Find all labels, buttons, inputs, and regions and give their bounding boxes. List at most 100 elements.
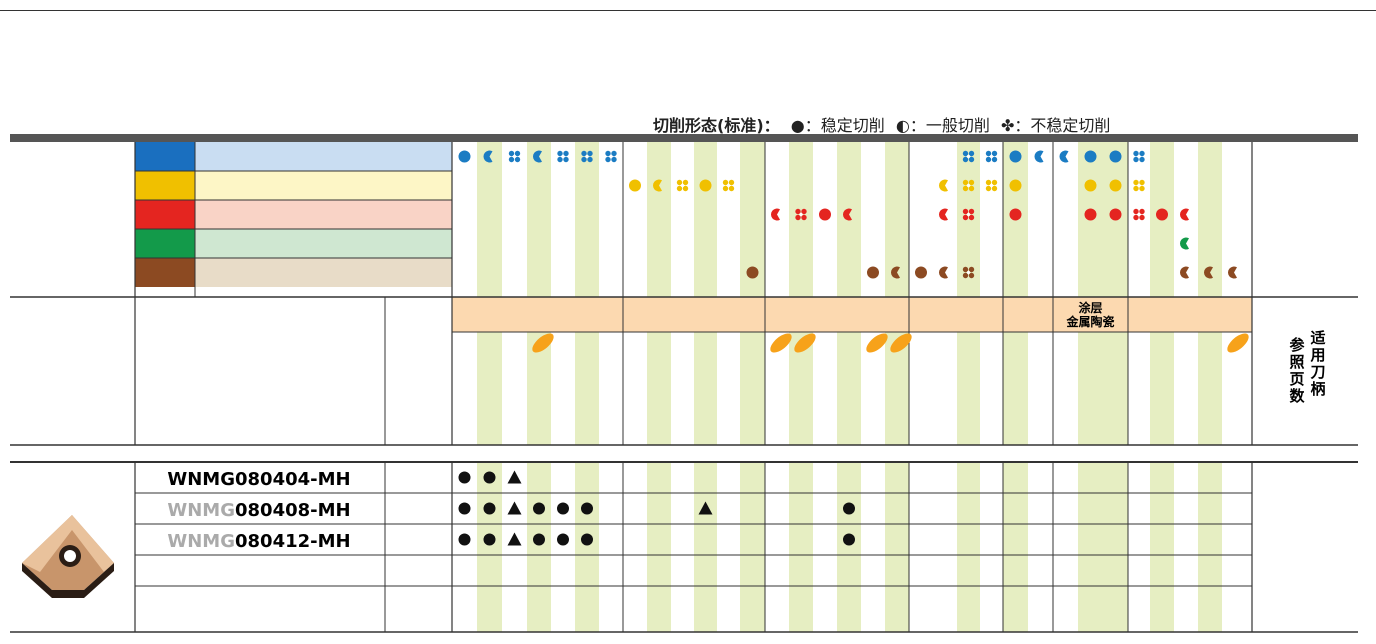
group-header-bg: [452, 297, 1252, 332]
general-cut-mark: [1203, 266, 1213, 279]
model-number: WNMG080404-MH: [167, 469, 350, 490]
unstable-cut-mark: [1133, 150, 1139, 157]
column-band: [789, 462, 813, 632]
unstable-cut-mark: [581, 150, 587, 157]
column-band: [575, 462, 599, 632]
unstable-cut-mark-center: [966, 154, 971, 159]
material-row-bg: [195, 258, 452, 287]
unstable-cut-mark-center: [1137, 183, 1141, 188]
unstable-cut-mark: [676, 185, 683, 192]
stable-cut-mark: [1084, 150, 1097, 163]
unstable-cut-mark: [581, 156, 587, 163]
column-band: [1103, 462, 1128, 632]
column-band: [885, 462, 909, 632]
new-badge: [794, 333, 816, 353]
unstable-cut-mark: [962, 150, 969, 157]
holder-label-char: 用: [1310, 346, 1325, 364]
unstable-cut-mark: [801, 208, 807, 215]
unstable-cut-mark: [795, 208, 801, 215]
stable-cut-mark: [1109, 208, 1122, 221]
unstable-cut-mark: [991, 185, 998, 192]
stable-cut-mark: [1009, 208, 1022, 221]
unstable-cut-mark: [991, 179, 998, 186]
general-cut-mark: [1179, 208, 1189, 221]
column-band: [477, 142, 502, 297]
general-cut-mark: [890, 266, 900, 279]
column-band: [1078, 332, 1103, 445]
unstable-cut-mark: [508, 150, 515, 157]
unstable-cut-mark: [1139, 150, 1145, 157]
general-cut-mark: [770, 208, 780, 221]
column-band: [1150, 332, 1174, 445]
recommended-mark: [458, 471, 471, 484]
stable-cut-mark: [746, 266, 759, 279]
stable-cut-mark: [629, 179, 641, 192]
recommended-mark: [581, 502, 593, 515]
general-cut-mark: [1034, 150, 1044, 163]
unstable-cut-mark: [722, 185, 729, 192]
column-band: [647, 462, 671, 632]
recommended-mark: [533, 502, 545, 515]
unstable-cut-mark-center: [561, 154, 565, 159]
holder-label-char: 柄: [1310, 380, 1325, 398]
model-main: 080412-MH: [235, 531, 351, 552]
legend-title: 切削形态(标准): [653, 116, 764, 135]
unstable-cut-mark: [1133, 179, 1139, 186]
unstable-cut-mark: [557, 150, 563, 157]
unstable-cut-mark: [991, 156, 998, 163]
unstable-cut-mark: [968, 150, 975, 157]
unstable-cut-mark: [1139, 214, 1145, 221]
unstable-cut-mark: [1133, 214, 1139, 221]
unstable-cut-mark: [1133, 208, 1139, 215]
column-band: [1198, 332, 1222, 445]
unstable-cut-mark: [682, 179, 689, 186]
unstable-cut-mark: [722, 179, 729, 186]
column-band: [837, 332, 861, 445]
material-code-bg: [135, 142, 195, 171]
model-main: 080408-MH: [235, 500, 351, 521]
stable-cut-mark: [1084, 208, 1097, 221]
unstable-cut-mark: [962, 214, 969, 221]
material-row-bg: [195, 171, 452, 200]
unstable-cut-mark-center: [585, 154, 589, 159]
column-band: [575, 142, 599, 297]
new-badge: [890, 333, 912, 353]
unstable-cut-mark: [563, 156, 569, 163]
column-band: [1150, 462, 1174, 632]
column-band: [957, 142, 980, 297]
recommended-mark: [483, 471, 496, 484]
recommended-mark: [483, 533, 496, 546]
unstable-cut-mark-center: [799, 212, 803, 217]
recommended-mark: [843, 533, 855, 546]
column-band: [789, 142, 813, 297]
unstable-cut-mark: [968, 272, 975, 279]
unstable-cut-mark: [611, 150, 617, 157]
unstable-cut-mark: [968, 185, 975, 192]
new-badge: [532, 333, 554, 353]
group-label-line1: 涂层: [1078, 300, 1102, 315]
unstable-cut-mark: [1133, 185, 1139, 192]
holder-label-char: 适: [1310, 329, 1325, 347]
column-band: [647, 142, 671, 297]
recommended-mark: [458, 533, 471, 546]
unstable-cut-mark: [587, 150, 593, 157]
model-main: WNMG080404-MH: [167, 469, 350, 490]
unstable-cut-mark: [962, 208, 969, 215]
unstable-cut-mark: [991, 150, 998, 157]
column-band: [694, 142, 717, 297]
legend-item-stable: ●：稳定切削: [790, 116, 885, 135]
model-number: WNMG080408-MH: [167, 500, 350, 521]
general-cut-mark: [652, 179, 662, 192]
insert-highlight: [22, 515, 114, 572]
unstable-cut-mark: [968, 266, 975, 273]
usable-mark: [507, 532, 522, 546]
new-badge: [770, 333, 792, 353]
column-band: [694, 462, 717, 632]
column-band: [527, 462, 551, 632]
column-band: [527, 142, 551, 297]
recommended-mark: [557, 502, 569, 515]
general-cut-mark: [938, 266, 948, 279]
recommended-mark: [843, 502, 855, 515]
unstable-cut-mark: [605, 156, 611, 163]
material-code-bg: [135, 258, 195, 287]
